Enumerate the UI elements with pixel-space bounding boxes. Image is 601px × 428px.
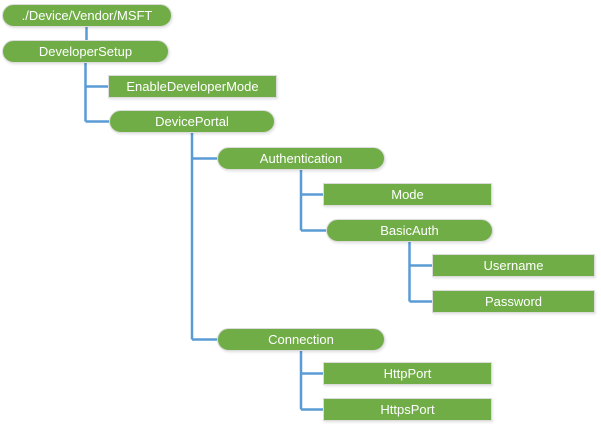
node-deviceportal: DevicePortal: [109, 110, 275, 133]
node-username: Username: [432, 254, 595, 277]
node-developersetup: DeveloperSetup: [2, 40, 169, 63]
node-device-vendor-msft: ./Device/Vendor/MSFT: [2, 4, 172, 27]
node-httpsport: HttpsPort: [323, 398, 492, 421]
node-password: Password: [432, 290, 595, 313]
node-connection: Connection: [217, 328, 385, 351]
connector-deviceportal-children: [190, 121, 219, 341]
node-basicauth: BasicAuth: [326, 219, 493, 242]
connector-authentication-children: [299, 158, 328, 232]
node-authentication: Authentication: [217, 147, 385, 170]
node-httpport: HttpPort: [323, 362, 492, 385]
node-mode: Mode: [323, 183, 492, 206]
node-enabledevelopermode: EnableDeveloperMode: [108, 75, 277, 98]
